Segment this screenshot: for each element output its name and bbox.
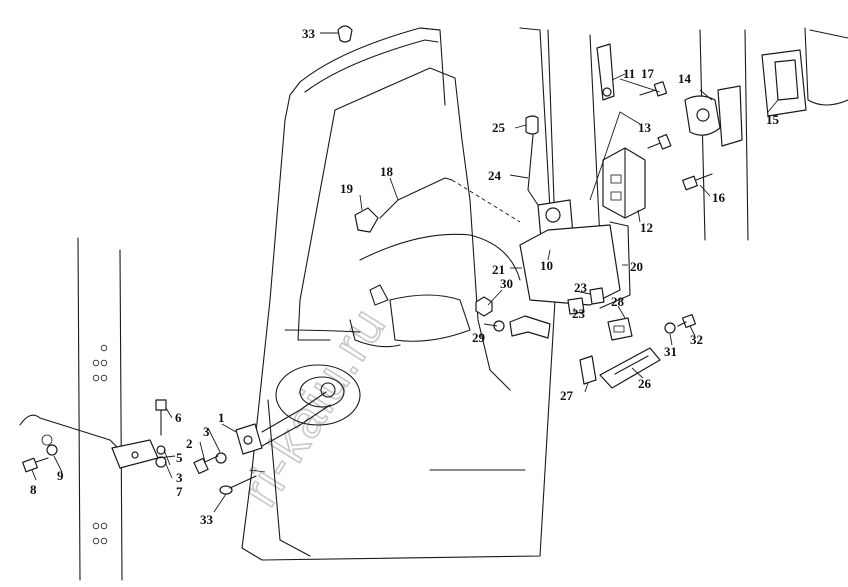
callout-29: 30 [500, 276, 513, 291]
callout-17: 18 [380, 164, 394, 179]
part-26-gasket [579, 355, 597, 385]
callout-31: 32 [690, 332, 703, 347]
part-27-bracket [607, 317, 633, 341]
callout-5: 6 [175, 410, 182, 425]
callout-2: 2 [186, 436, 193, 451]
part-33-cap [337, 25, 353, 43]
callout-24: 25 [492, 120, 506, 135]
callout-27: 28 [611, 294, 625, 309]
part-15-bolt [682, 173, 713, 191]
part-12-bolt [647, 133, 672, 150]
callout-8: 9 [57, 468, 64, 483]
callout-20: 21 [492, 262, 505, 277]
callout-19: 20 [630, 259, 643, 274]
part-24-lock-knob [525, 115, 539, 135]
part-10-latch-clip [596, 43, 615, 101]
callout-23: 24 [488, 168, 502, 183]
callout-12: 13 [638, 120, 652, 135]
part-17-rod [379, 177, 453, 219]
part-18-inner-handle [354, 207, 379, 233]
callout-13: 14 [678, 71, 692, 86]
leader-lines [31, 32, 779, 513]
part-30-washer [664, 322, 676, 334]
part-5-pin [155, 399, 167, 436]
callout-3b: 3 [176, 470, 183, 485]
callout-26: 27 [560, 388, 574, 403]
callout-28: 29 [472, 330, 486, 345]
callout-labels: 33 11 17 14 15 13 25 24 18 19 16 12 10 2… [30, 26, 780, 527]
part-11-buffer-block [602, 147, 646, 219]
part-6-nut [155, 456, 167, 468]
callout-1: 1 [218, 410, 225, 425]
part-25-outer-handle [599, 347, 661, 389]
part-32-pin [219, 475, 257, 495]
callout-11: 12 [640, 220, 653, 235]
callout-6: 7 [176, 484, 183, 499]
callout-14: 15 [766, 112, 780, 127]
callout-4: 5 [176, 450, 183, 465]
part-3-washer [156, 445, 166, 455]
callout-9: 10 [540, 258, 553, 273]
callout-10: 11 [623, 66, 635, 81]
callout-15: 16 [712, 190, 726, 205]
part-31-bolt [677, 313, 697, 329]
callout-23b: 23 [572, 306, 586, 321]
callout-7: 8 [30, 482, 37, 497]
part-16-bolt [639, 81, 668, 97]
part-3-washer-door [215, 452, 227, 464]
part-23-catch [567, 297, 585, 315]
part-28-washer [493, 320, 505, 332]
part-29-nut [475, 296, 493, 317]
part-7-bolt [22, 457, 49, 473]
callout-21: 23 [574, 280, 588, 295]
part-20-lock-plate [519, 224, 621, 306]
part-2-bolt [193, 455, 219, 475]
callout-16: 17 [641, 66, 655, 81]
left-pillar [19, 237, 123, 581]
part-19-rod [599, 221, 631, 309]
cab-door [241, 27, 556, 561]
part-13-striker-bracket [717, 85, 743, 147]
callout-32: 33 [200, 512, 214, 527]
callout-25: 26 [638, 376, 652, 391]
callout-33: 33 [302, 26, 316, 41]
callout-30: 31 [664, 344, 677, 359]
part-8-washer [46, 444, 58, 456]
callout-3a: 3 [203, 424, 210, 439]
part-23-upper-rod [527, 134, 539, 206]
part-21-catch [589, 287, 605, 305]
callout-18: 19 [340, 181, 354, 196]
